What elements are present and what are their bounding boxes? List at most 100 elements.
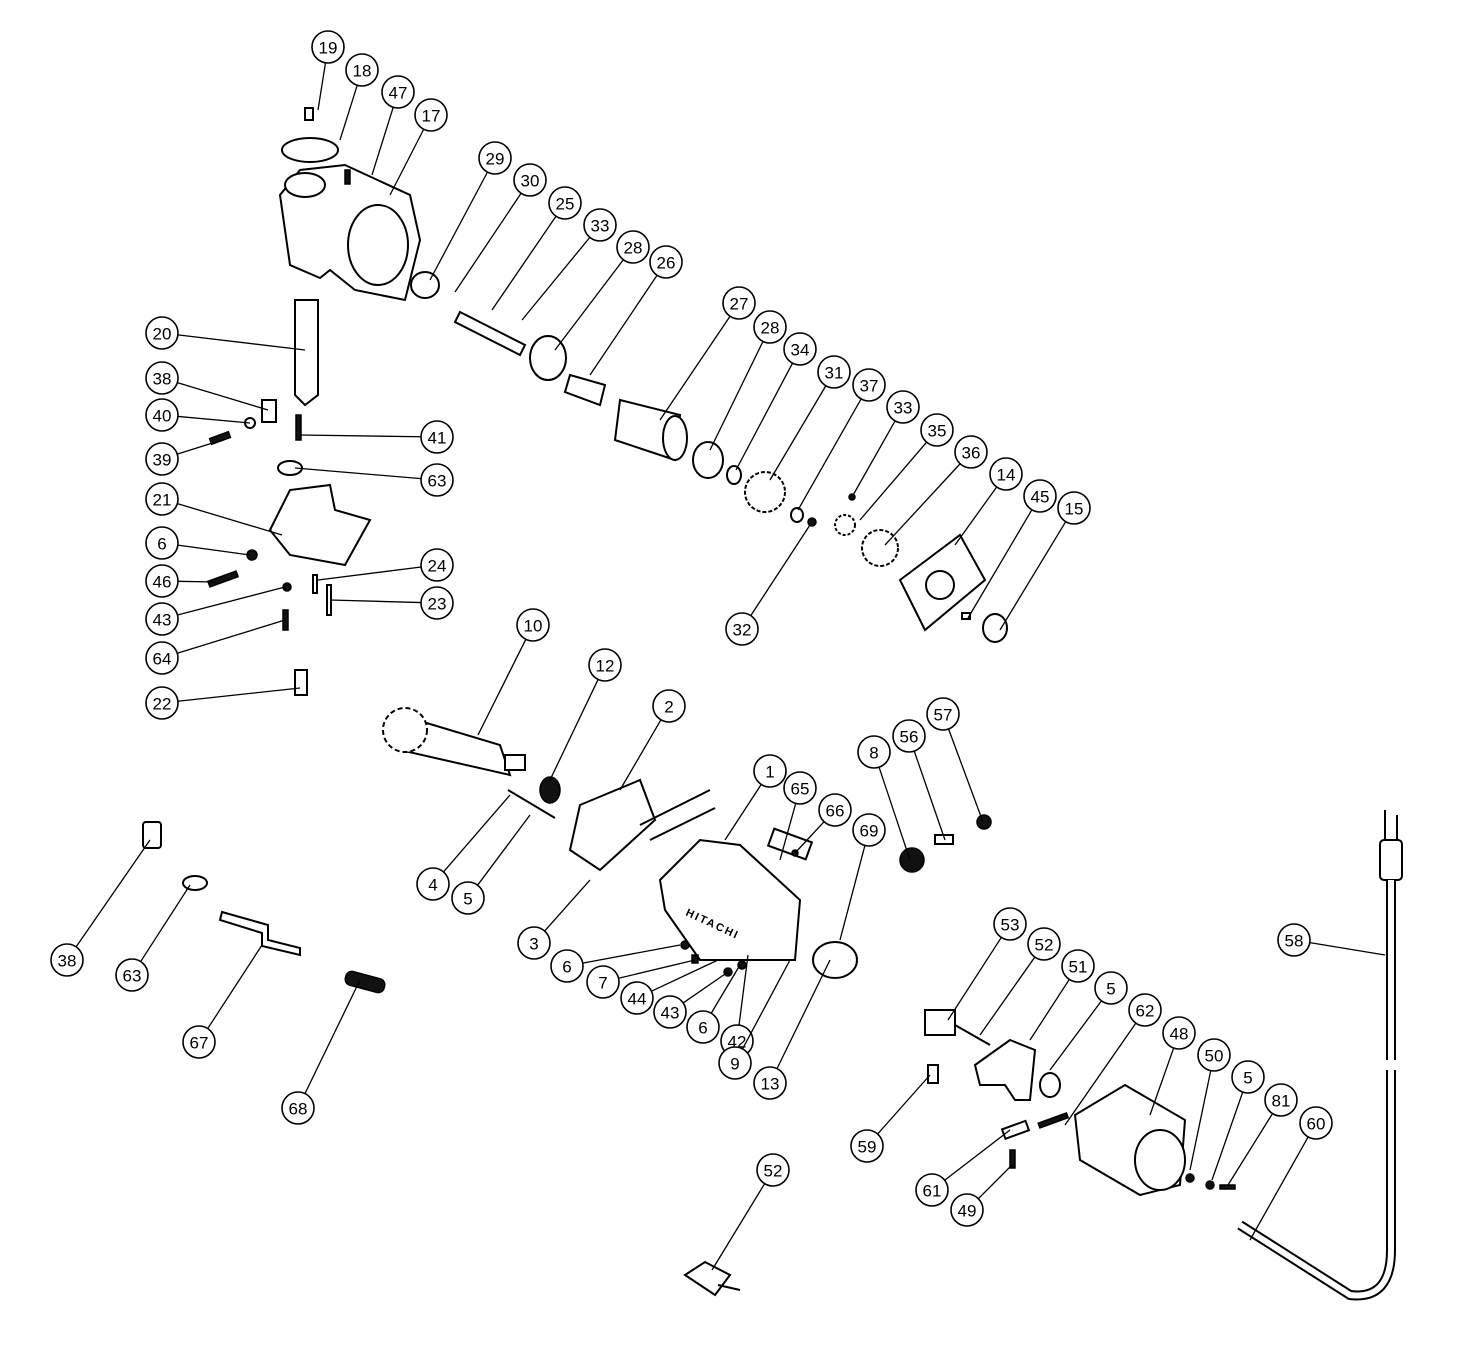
callout-circle [414, 98, 448, 132]
callout-38: 38 [50, 839, 151, 977]
callout-circle [1027, 927, 1061, 961]
toggle-switch [683, 1260, 741, 1297]
callout-circle [852, 368, 886, 402]
callout-circle [993, 907, 1027, 941]
callout-circle [1277, 923, 1311, 957]
callout-49: 49 [950, 1164, 1013, 1227]
callout-number: 36 [962, 444, 981, 463]
callout-number: 28 [624, 239, 643, 258]
leader-line [177, 580, 216, 583]
callout-number: 27 [730, 295, 749, 314]
callout-number: 32 [733, 621, 752, 640]
leader-line [711, 1183, 766, 1271]
callout-45: 45 [967, 479, 1057, 619]
armature [382, 707, 526, 777]
gear-2 [861, 529, 899, 567]
callout-number: 60 [1307, 1115, 1326, 1134]
callout-number: 13 [761, 1075, 780, 1094]
callout-circle [817, 355, 851, 389]
leader-line [682, 971, 729, 1004]
callout-circle [620, 981, 654, 1015]
leader-line [954, 486, 998, 546]
callout-number: 69 [860, 822, 879, 841]
callout-number: 31 [825, 364, 844, 383]
callout-number: 66 [826, 802, 845, 821]
callout-circle [145, 602, 179, 636]
callout-circle [783, 771, 817, 805]
callout-9: 9 [718, 959, 791, 1080]
callout-number: 26 [657, 254, 676, 273]
callout-6: 6 [550, 944, 681, 983]
callout-circle [1162, 1016, 1196, 1050]
callout-number: 9 [730, 1055, 739, 1074]
callout-5: 5 [451, 814, 531, 915]
spring-plate [218, 910, 301, 957]
brush-holder [899, 847, 925, 873]
callout-17: 17 [389, 98, 448, 196]
callout-number: 46 [153, 573, 172, 592]
callout-number: 51 [1069, 958, 1088, 977]
callout-1: 1 [724, 754, 787, 841]
callout-circle [722, 286, 756, 320]
callout-circle [892, 719, 926, 753]
callout-number: 58 [1285, 932, 1304, 951]
callout-number: 29 [486, 150, 505, 169]
leader-line [549, 679, 599, 781]
leader-line [738, 954, 749, 1026]
callout-circle [753, 754, 787, 788]
leader-line [769, 385, 827, 481]
callout-circle [886, 390, 920, 424]
callout-29: 29 [429, 141, 512, 281]
leader-line [884, 463, 961, 546]
leader-line [659, 315, 731, 421]
leader-line [177, 415, 251, 424]
leader-line [618, 959, 696, 979]
callout-36: 36 [884, 435, 988, 546]
callout-circle [783, 332, 817, 366]
callout-5: 5 [1211, 1060, 1265, 1181]
callout-26: 26 [589, 245, 683, 376]
callout-60: 60 [1249, 1106, 1333, 1241]
callout-number: 24 [428, 557, 447, 576]
plate-2 [142, 821, 162, 849]
leader-line [521, 236, 591, 321]
callout-number: 1 [765, 763, 774, 782]
plug [1379, 839, 1403, 881]
leader-line [177, 619, 286, 654]
callout-circle [182, 1025, 216, 1059]
callout-67: 67 [182, 944, 263, 1059]
callout-51: 51 [1029, 949, 1095, 1041]
callout-number: 68 [289, 1100, 308, 1119]
leader-line [554, 259, 624, 351]
callout-number: 61 [923, 1182, 942, 1201]
leader-line [589, 274, 658, 376]
callout-number: 43 [661, 1004, 680, 1023]
callout-28: 28 [709, 310, 787, 451]
callout-circle [516, 608, 550, 642]
callout-24: 24 [317, 548, 454, 582]
leader-line [429, 171, 489, 281]
bearing-sleeve [410, 271, 440, 299]
callout-circle [548, 186, 582, 220]
leader-line [651, 959, 719, 992]
callout-number: 8 [869, 744, 878, 763]
callout-35: 35 [859, 413, 954, 521]
callout-circle [420, 548, 454, 582]
leader-line [913, 750, 946, 841]
callout-circle [145, 482, 179, 516]
leader-line [317, 566, 422, 581]
callout-circle [1057, 491, 1091, 525]
leader-line [389, 128, 425, 196]
switch-box [924, 1009, 956, 1036]
callout-number: 43 [153, 611, 172, 630]
callout-number: 56 [900, 728, 919, 747]
callout-circle [915, 1173, 949, 1207]
callout-58: 58 [1277, 923, 1386, 957]
callout-4: 4 [416, 794, 511, 901]
leader-line [177, 439, 223, 455]
callout-circle [550, 949, 584, 983]
callout-number: 25 [556, 195, 575, 214]
callout-14: 14 [954, 457, 1023, 546]
callout-circle [954, 435, 988, 469]
leader-line [1189, 1070, 1212, 1171]
